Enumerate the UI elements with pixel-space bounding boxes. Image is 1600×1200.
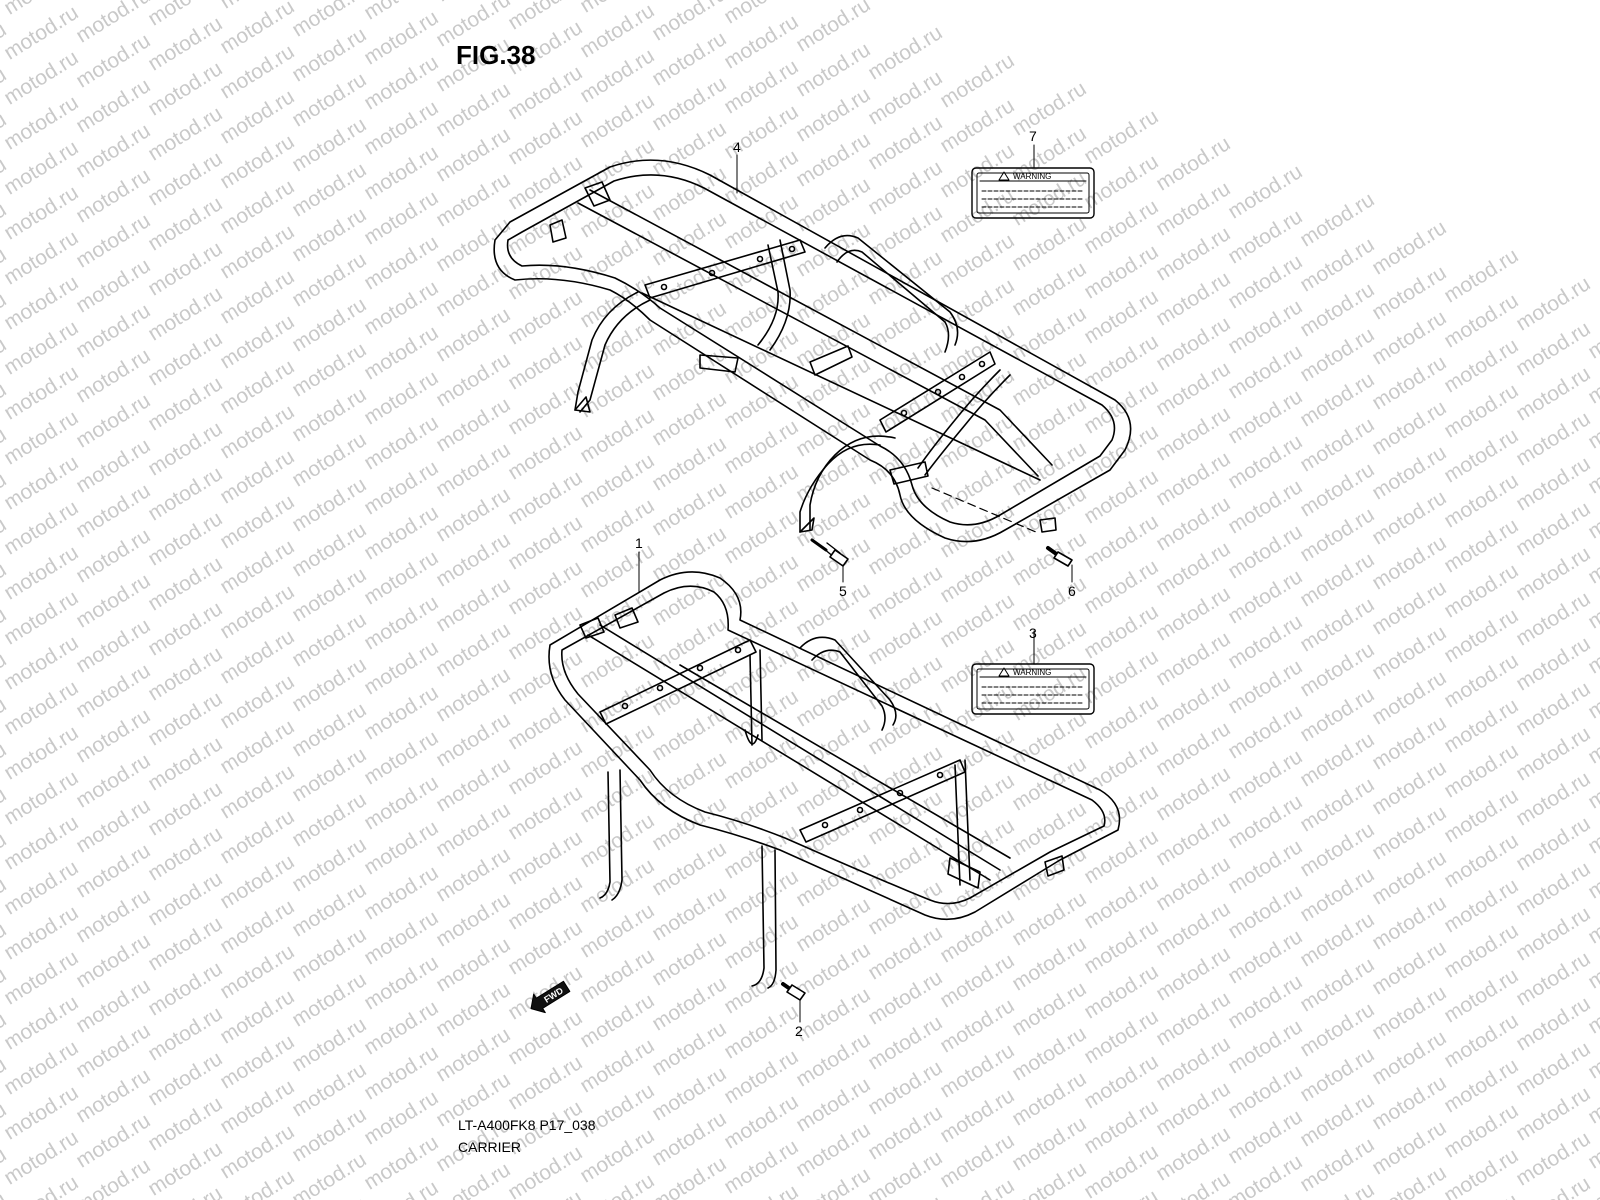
leader-lines [638,144,1073,1023]
fwd-arrow-icon: FWD [530,980,571,1014]
bolt-icon [810,538,849,567]
callout-6: 6 [1068,583,1076,599]
warning-label-3 [971,663,1095,715]
warning-label-text: WARNING [1013,668,1051,677]
callout-5: 5 [839,583,847,599]
bolt-icon [1046,546,1073,567]
rear-carrier-upper [493,159,1132,543]
callout-7: 7 [1029,128,1037,144]
front-carrier-lower [548,571,1121,989]
warning-triangle-icon [998,171,1010,181]
warning-triangle-icon [998,667,1010,677]
warning-label-7 [971,167,1095,219]
callout-4: 4 [733,139,741,155]
callout-2: 2 [795,1023,803,1039]
bolt-icon [781,982,806,1001]
callout-3: 3 [1029,625,1037,641]
figure-title: FIG.38 [456,40,536,70]
warning-label-text: WARNING [1013,172,1051,181]
model-code: LT-A400FK8 P17_038 [458,1117,596,1133]
callout-1: 1 [635,535,643,551]
section-name: CARRIER [458,1139,522,1155]
